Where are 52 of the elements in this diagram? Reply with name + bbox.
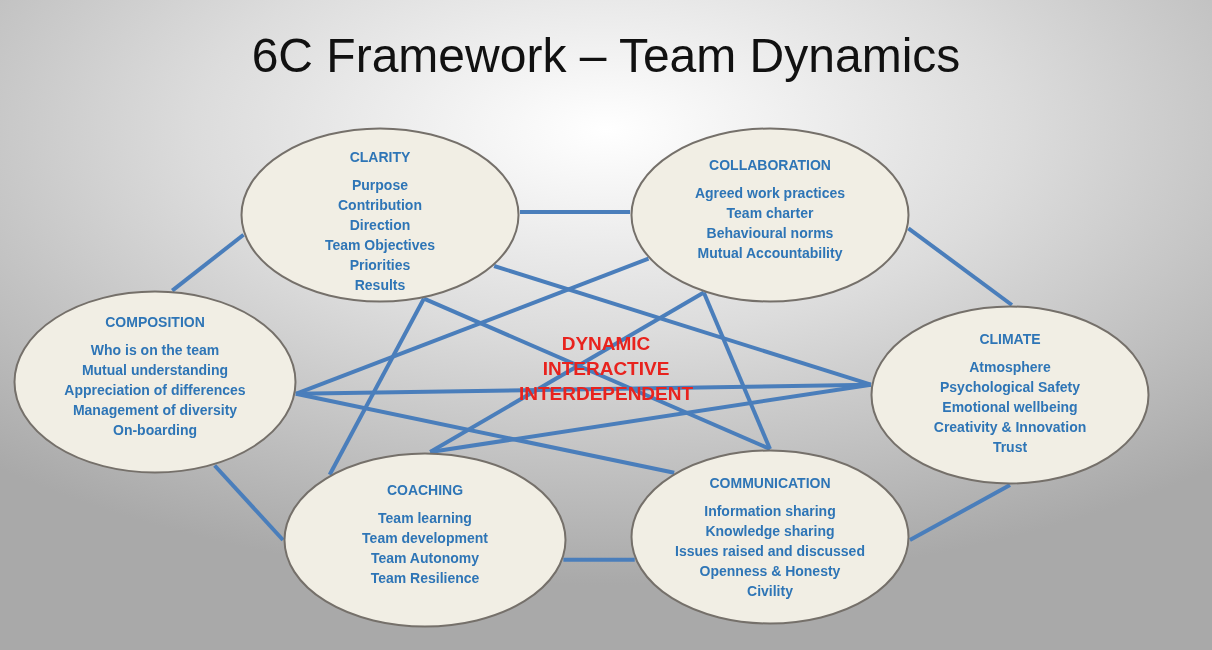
topic-item: Team development xyxy=(362,529,488,548)
topic-item: Purpose xyxy=(352,176,408,195)
connector-line xyxy=(701,291,772,450)
topic-item: Information sharing xyxy=(704,502,836,521)
topic-ellipse xyxy=(870,305,1150,485)
connector-line xyxy=(213,464,285,542)
topic-item: Agreed work practices xyxy=(694,184,846,203)
topic-item: Creativity & Innovation xyxy=(933,418,1087,437)
topic-item: Emotional wellbeing xyxy=(942,398,1078,417)
topic-ellipse xyxy=(240,127,520,303)
connector-line xyxy=(423,296,771,451)
topic-item: Priorities xyxy=(349,256,411,275)
title: 6C Framework – Team Dynamics xyxy=(251,28,961,83)
topic-item: On-boarding xyxy=(113,421,197,440)
topic-item: Team learning xyxy=(378,509,472,528)
topic-item: Psychological Safety xyxy=(939,378,1081,397)
topic-heading: CLIMATE xyxy=(979,330,1041,349)
connector-line xyxy=(519,209,631,214)
topic-heading: COMPOSITION xyxy=(105,313,205,332)
topic-ellipse xyxy=(13,290,297,474)
topic-ellipse xyxy=(630,449,910,625)
topic-heading: COMMUNICATION xyxy=(709,474,831,493)
topic-item: Mutual understanding xyxy=(81,361,229,380)
topic-item: Knowledge sharing xyxy=(705,522,835,541)
topic-item: Appreciation of differences xyxy=(64,381,246,400)
topic-item: Team Autonomy xyxy=(370,549,480,568)
topic-item: Behavioural norms xyxy=(706,224,834,243)
connector-line xyxy=(171,233,245,293)
topic-ellipse xyxy=(630,127,910,303)
topic-heading: COLLABORATION xyxy=(709,156,831,175)
topic-item: Contribution xyxy=(338,196,422,215)
topic-item: Results xyxy=(354,276,406,295)
topic-item: Issues raised and discussed xyxy=(675,542,865,561)
topic-item: Mutual Accountability xyxy=(697,244,843,263)
connector-line xyxy=(429,290,705,454)
topic-item: Management of diversity xyxy=(72,401,238,420)
topic-item: Atmosphere xyxy=(969,358,1051,377)
topic-heading: CLARITY xyxy=(349,148,411,167)
connector-line xyxy=(907,226,1014,307)
connector-line xyxy=(327,297,426,476)
topic-ellipse xyxy=(283,452,567,628)
topic-item: Openness & Honesty xyxy=(699,562,841,581)
topic-heading: COACHING xyxy=(386,481,464,500)
topic-item: Team Objectives xyxy=(324,236,436,255)
topic-item: Who is on the team xyxy=(90,341,220,360)
connector-line xyxy=(563,557,635,562)
connector-line xyxy=(908,483,1011,542)
topic-item: Team Resilience xyxy=(370,569,480,588)
topic-item: Trust xyxy=(992,438,1028,457)
topic-item: Team charter xyxy=(726,204,814,223)
topic-item: Civility xyxy=(747,582,793,601)
topic-item: Direction xyxy=(349,216,411,235)
